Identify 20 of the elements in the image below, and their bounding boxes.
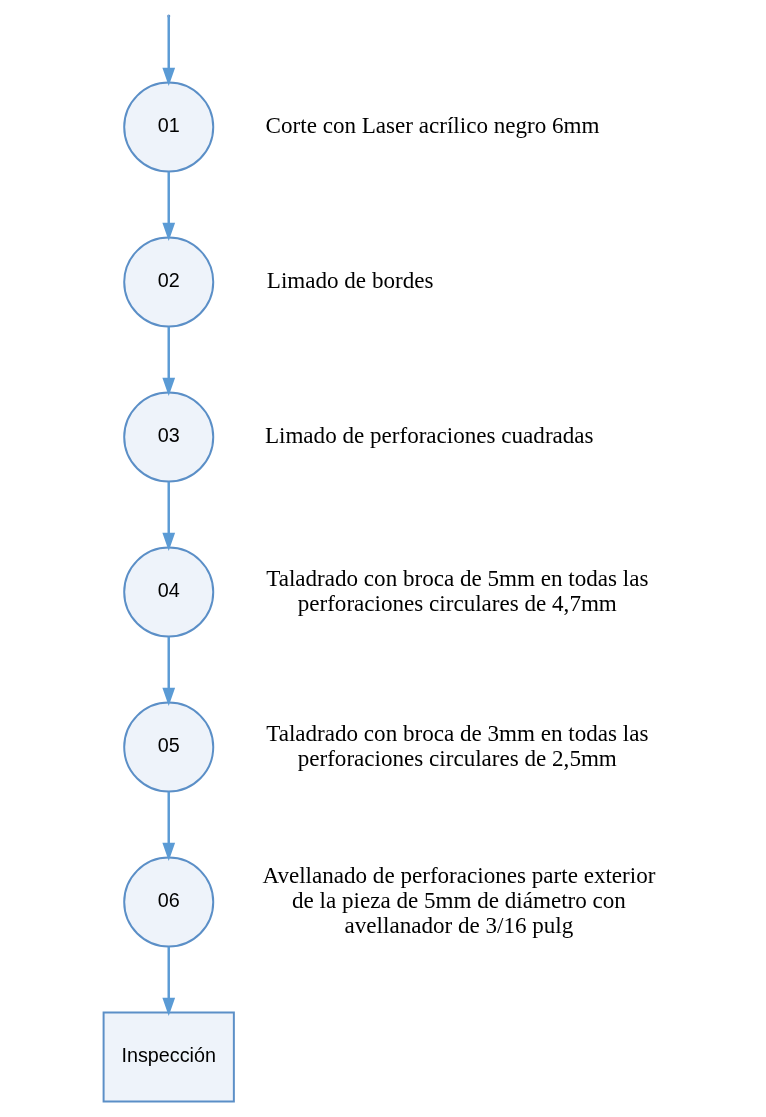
arrow bbox=[161, 326, 175, 396]
node-circle: 05 bbox=[122, 701, 214, 793]
node-circle: 06 bbox=[122, 856, 214, 948]
arrow bbox=[161, 791, 175, 861]
node-label: Taladrado con broca de 5mm en todas las perforaciones circulares de 4,7mm bbox=[265, 564, 648, 616]
node-box: Inspección bbox=[102, 1011, 235, 1103]
node-label: Limado de bordes bbox=[266, 267, 433, 294]
node-circle: 01 bbox=[122, 81, 214, 173]
node-label: Corte con Laser acrílico negro 6mm bbox=[265, 112, 599, 139]
arrow bbox=[161, 481, 175, 551]
node-label: Taladrado con broca de 3mm en todas las perforaciones circulares de 2,5mm bbox=[265, 719, 648, 771]
node-circle: 04 bbox=[122, 546, 214, 638]
node-label: Avellanado de perforaciones parte exterior de la pieza de 5mm de diámetro con avellanador de 3/16 pulg bbox=[261, 862, 655, 938]
arrow bbox=[161, 946, 175, 1016]
node-label: Limado de perforaciones cuadradas bbox=[264, 422, 594, 449]
arrow bbox=[161, 16, 175, 86]
arrow bbox=[161, 171, 175, 241]
node-circle: 02 bbox=[122, 236, 214, 328]
node-circle: 03 bbox=[122, 391, 214, 483]
arrow bbox=[161, 636, 175, 706]
